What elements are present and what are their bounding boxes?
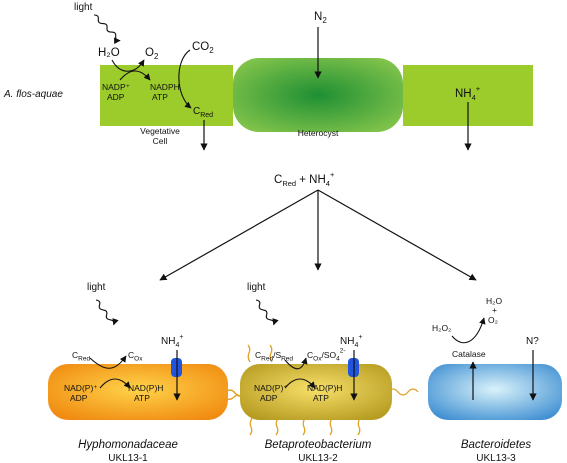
co2-label-top: CO2 (192, 41, 214, 55)
light-wave-beta (255, 299, 279, 326)
catalase-reaction-arrow (451, 317, 486, 344)
o2-label-top: O2 (145, 47, 159, 61)
adp-label-beta: ADP (260, 393, 278, 403)
light-label-beta: light (247, 282, 266, 293)
n-label-bacteroid: N? (526, 336, 539, 347)
center-cred-nh4-label: CRed + NH4+ (274, 170, 335, 188)
h2o-label-bacteroid: H₂O (486, 296, 502, 306)
nadp-plus-label-top: NADP⁺ (102, 82, 131, 92)
nadph-label-beta: NAD(P)H (307, 383, 342, 393)
beta-pili (224, 344, 419, 436)
cred-sred-label-beta: CRed/SRed (255, 350, 293, 363)
nadph-label-hypho: NAD(P)H (128, 383, 163, 393)
hypho-cell (48, 364, 228, 420)
light-wave-hypho (95, 299, 119, 326)
water-split-arrow (111, 59, 145, 72)
nadph-label-top: NADPH (150, 82, 180, 92)
nh4-label-top: NH4+ (455, 84, 481, 102)
hypho-oxidation-arrow (89, 355, 127, 369)
vegetative-cell-left (100, 65, 233, 126)
h2o2-label-bacteroid: H₂O₂ (432, 323, 451, 333)
catalase-label: Catalase (452, 349, 486, 359)
hypho-strain: UKL13-1 (108, 453, 148, 463)
nadp-reduction-arrow (119, 70, 151, 81)
beta-strain: UKL13-2 (298, 453, 338, 463)
heterocyst-label: Heterocyst (298, 128, 339, 138)
light-label-hypho: light (87, 282, 106, 293)
vegetative-cell-label-line2: Cell (153, 136, 168, 146)
bacteroid-cell (428, 364, 562, 420)
n2-label: N2 (314, 11, 327, 25)
heterocyst-cell (233, 58, 403, 132)
bacteroid-strain: UKL13-3 (476, 453, 516, 463)
arrow-to-bacteroid (317, 189, 477, 281)
atp-label-top: ATP (152, 92, 168, 102)
cox-label-hypho: COx (128, 350, 143, 363)
organism-label: A. flos-aquae (3, 89, 63, 100)
cox-so4-label-beta: COx/SO42- (307, 348, 346, 363)
hypho-name: Hyphomonadaceae (78, 439, 178, 451)
cred-label-top: CRed (193, 106, 213, 119)
adp-label-top: ADP (107, 92, 125, 102)
atp-label-hypho: ATP (134, 393, 150, 403)
co2-fixation-arrow (178, 49, 192, 109)
h2o-label-top: H₂O (98, 47, 120, 59)
beta-oxidation-arrow (284, 357, 308, 370)
bacteroid-name: Bacteroidetes (461, 439, 532, 451)
vegetative-cell-label-line1: Vegetative (140, 126, 180, 136)
arrow-to-hypho (159, 189, 319, 281)
hypho-reduction-arrow (99, 378, 131, 389)
light-label-top: light (74, 2, 93, 13)
adp-label-hypho: ADP (70, 393, 88, 403)
nadp-plus-label-hypho: NAD(P)⁺ (64, 383, 98, 393)
cred-label-hypho: CRed (72, 350, 90, 363)
nadp-plus-label-beta: NAD(P)⁺ (254, 383, 288, 393)
nh4-label-hypho: NH4+ (161, 334, 183, 349)
o2-label-bacteroid: O₂ (488, 315, 498, 325)
beta-name: Betaproteobacterium (265, 439, 372, 451)
plus-label-bacteroid: + (492, 305, 497, 315)
nh4-label-beta: NH4+ (340, 334, 362, 349)
atp-label-beta: ATP (313, 393, 329, 403)
beta-reduction-arrow (284, 378, 316, 389)
light-wave-top (93, 14, 121, 45)
